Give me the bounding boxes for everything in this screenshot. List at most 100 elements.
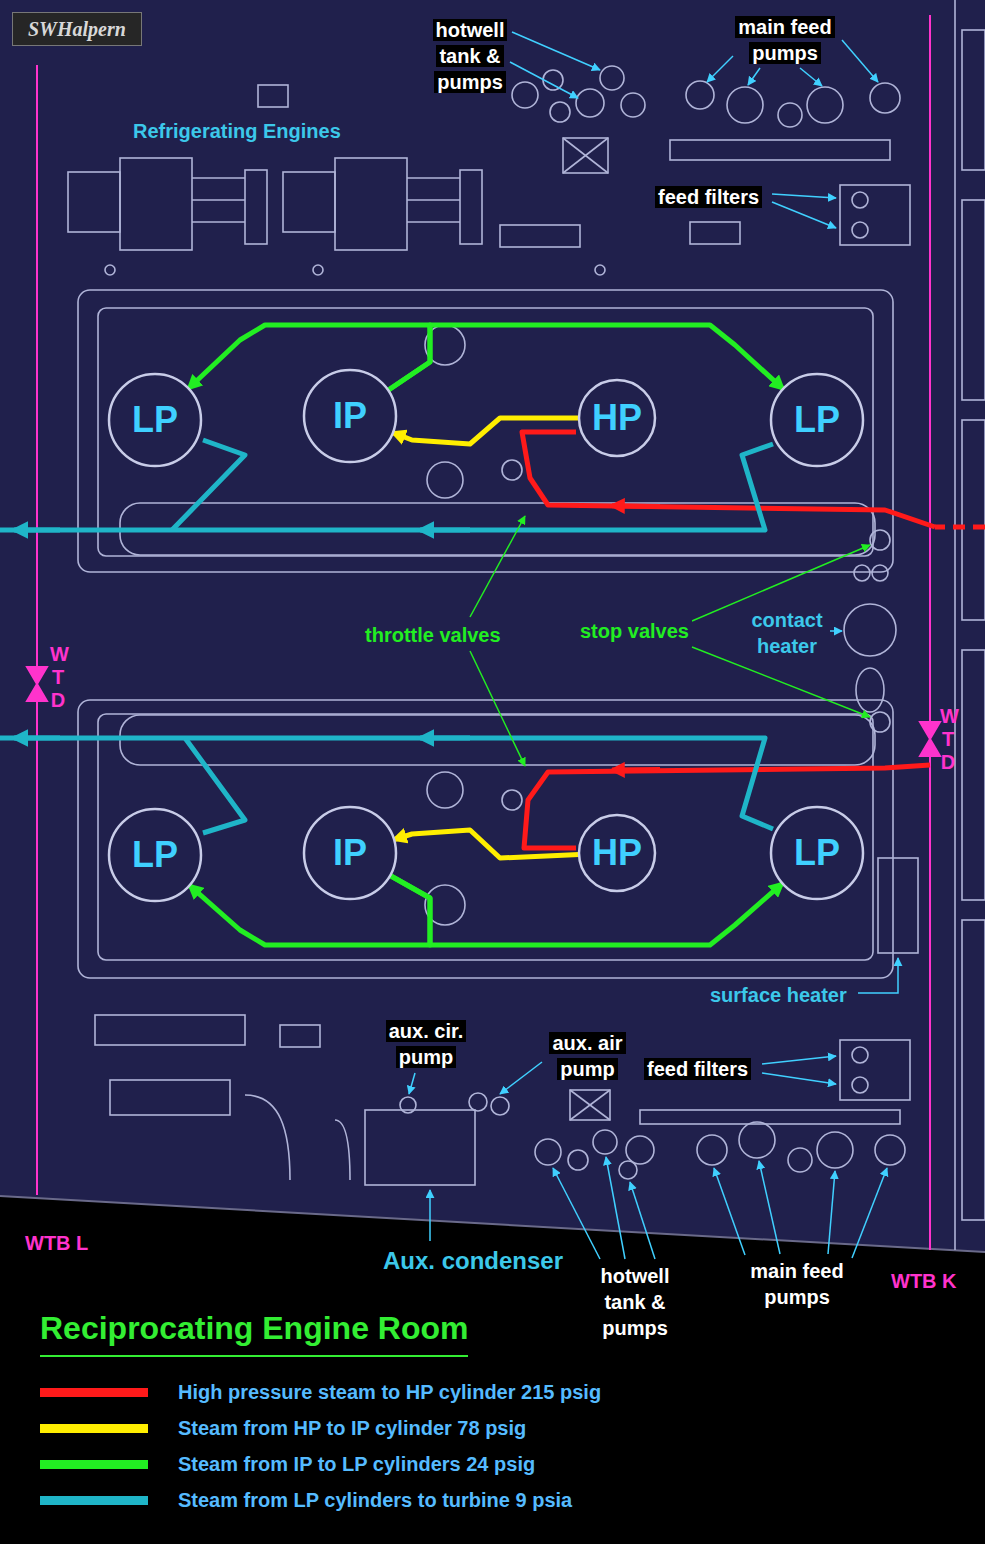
steam-pipe bbox=[14, 736, 60, 741]
watertight-bulkhead bbox=[929, 15, 931, 1250]
machinery-outline bbox=[844, 604, 896, 656]
machinery-outline bbox=[502, 790, 522, 810]
callout-text: aux. cir. pump bbox=[386, 1020, 467, 1068]
callout-text: hotwell tank & pumps bbox=[598, 1265, 673, 1339]
steam-pipe bbox=[185, 738, 245, 833]
steam-flow-arrow bbox=[390, 876, 782, 945]
machinery-outline bbox=[686, 81, 714, 109]
cylinder-label: LP bbox=[132, 400, 178, 440]
leader-line bbox=[512, 32, 600, 70]
machinery-outline bbox=[697, 1135, 727, 1165]
callout-text: W T D bbox=[47, 643, 72, 711]
machinery-outline bbox=[727, 87, 763, 123]
valve-leader bbox=[692, 647, 870, 717]
callout-label: stop valves bbox=[577, 618, 692, 644]
machinery-outline bbox=[400, 1097, 416, 1113]
steam-flow-arrow bbox=[394, 830, 579, 858]
steam-pipe bbox=[0, 738, 773, 829]
steam-pipe bbox=[0, 432, 985, 848]
callout-label: WTB K bbox=[888, 1268, 960, 1294]
leader-line bbox=[858, 958, 898, 993]
steam-flow-arrow bbox=[393, 418, 579, 444]
cylinder-label: IP bbox=[333, 833, 367, 873]
callout-text: throttle valves bbox=[362, 624, 504, 646]
cylinder-circle bbox=[579, 380, 655, 456]
callout-text: main feed pumps bbox=[735, 16, 834, 64]
machinery-outline bbox=[600, 66, 624, 90]
cylinder: LP bbox=[107, 807, 203, 903]
cylinder-circle bbox=[109, 374, 201, 466]
cylinder-label: LP bbox=[132, 835, 178, 875]
machinery-outline bbox=[313, 265, 323, 275]
watertight-bulkhead bbox=[920, 739, 940, 756]
leader-line bbox=[714, 1168, 745, 1255]
machinery-outline bbox=[690, 222, 740, 244]
cylinder-circle bbox=[109, 809, 201, 901]
watermark-box: SWHalpern bbox=[12, 12, 142, 46]
callout-label: hotwell tank & pumps bbox=[420, 17, 520, 95]
diagram-title: Reciprocating Engine Room bbox=[40, 1310, 468, 1357]
callout-text: Refrigerating Engines bbox=[130, 120, 344, 142]
cylinder-circle bbox=[771, 374, 863, 466]
hull-ground bbox=[0, 0, 985, 1252]
valve-leader bbox=[470, 651, 525, 766]
leader-line bbox=[606, 1157, 625, 1259]
steam-flow-arrow bbox=[388, 325, 783, 390]
callout-text: hotwell tank & pumps bbox=[433, 19, 508, 93]
machinery-outline bbox=[105, 265, 115, 275]
machinery-outline bbox=[563, 138, 608, 173]
machinery-outline bbox=[500, 225, 580, 247]
cylinder-label: LP bbox=[794, 400, 840, 440]
machinery-outline bbox=[335, 158, 407, 250]
cylinder-circle bbox=[771, 807, 863, 899]
machinery-outline bbox=[335, 1120, 350, 1180]
machinery-outline bbox=[570, 1090, 610, 1120]
machinery-outline bbox=[110, 1080, 230, 1115]
steam-pipe bbox=[14, 528, 60, 533]
leader-line bbox=[842, 40, 878, 82]
machinery-outline bbox=[854, 565, 870, 581]
machinery-outline bbox=[245, 170, 267, 244]
leader-line bbox=[630, 1182, 655, 1259]
callout-label: surface heater bbox=[707, 982, 850, 1008]
steam-flow-arrow bbox=[188, 325, 430, 390]
machinery-outline bbox=[840, 1040, 910, 1100]
watermark: SWHalpern bbox=[25, 18, 129, 40]
machinery-outline bbox=[98, 308, 873, 556]
machinery-outline bbox=[68, 0, 985, 1250]
legend-text: Steam from IP to LP cylinders 24 psig bbox=[178, 1450, 535, 1478]
legend-text: Steam from LP cylinders to turbine 9 psi… bbox=[178, 1486, 572, 1514]
leader-line bbox=[762, 1056, 836, 1064]
cylinder: HP bbox=[577, 378, 657, 458]
machinery-outline bbox=[875, 1135, 905, 1165]
legend-text: Steam from HP to IP cylinder 78 psig bbox=[178, 1414, 526, 1442]
machinery-outline bbox=[469, 1093, 487, 1111]
cylinder-circle bbox=[579, 815, 655, 891]
leader-line bbox=[748, 68, 760, 85]
callout-text: Aux. condenser bbox=[380, 1247, 566, 1274]
steam-pipe bbox=[420, 528, 470, 533]
steam-pipe bbox=[0, 444, 773, 530]
callout-label: Aux. condenser bbox=[380, 1245, 566, 1276]
callout-text: WTB L bbox=[22, 1232, 91, 1254]
callout-text: feed filters bbox=[655, 186, 762, 208]
machinery-outline bbox=[788, 1148, 812, 1172]
machinery-outline bbox=[95, 1015, 245, 1045]
callout-label: main feed pumps bbox=[725, 14, 845, 66]
machinery-outline bbox=[817, 1132, 853, 1168]
watertight-bulkhead bbox=[27, 15, 940, 1250]
callout-label: aux. cir. pump bbox=[376, 1018, 476, 1070]
machinery-outline bbox=[962, 200, 985, 400]
machinery-outline bbox=[192, 199, 245, 201]
machinery-outline bbox=[407, 199, 460, 201]
callout-text: main feed pumps bbox=[747, 1260, 846, 1308]
callout-label: Refrigerating Engines bbox=[130, 118, 344, 144]
machinery-outline bbox=[68, 172, 120, 232]
leader-line bbox=[429, 1190, 431, 1241]
cylinder-label: LP bbox=[794, 833, 840, 873]
callout-label: hotwell tank & pumps bbox=[585, 1263, 685, 1341]
machinery-outline bbox=[502, 460, 522, 480]
machinery-outline bbox=[640, 1110, 900, 1124]
machinery-outline bbox=[621, 93, 645, 117]
machinery-outline bbox=[407, 177, 460, 179]
